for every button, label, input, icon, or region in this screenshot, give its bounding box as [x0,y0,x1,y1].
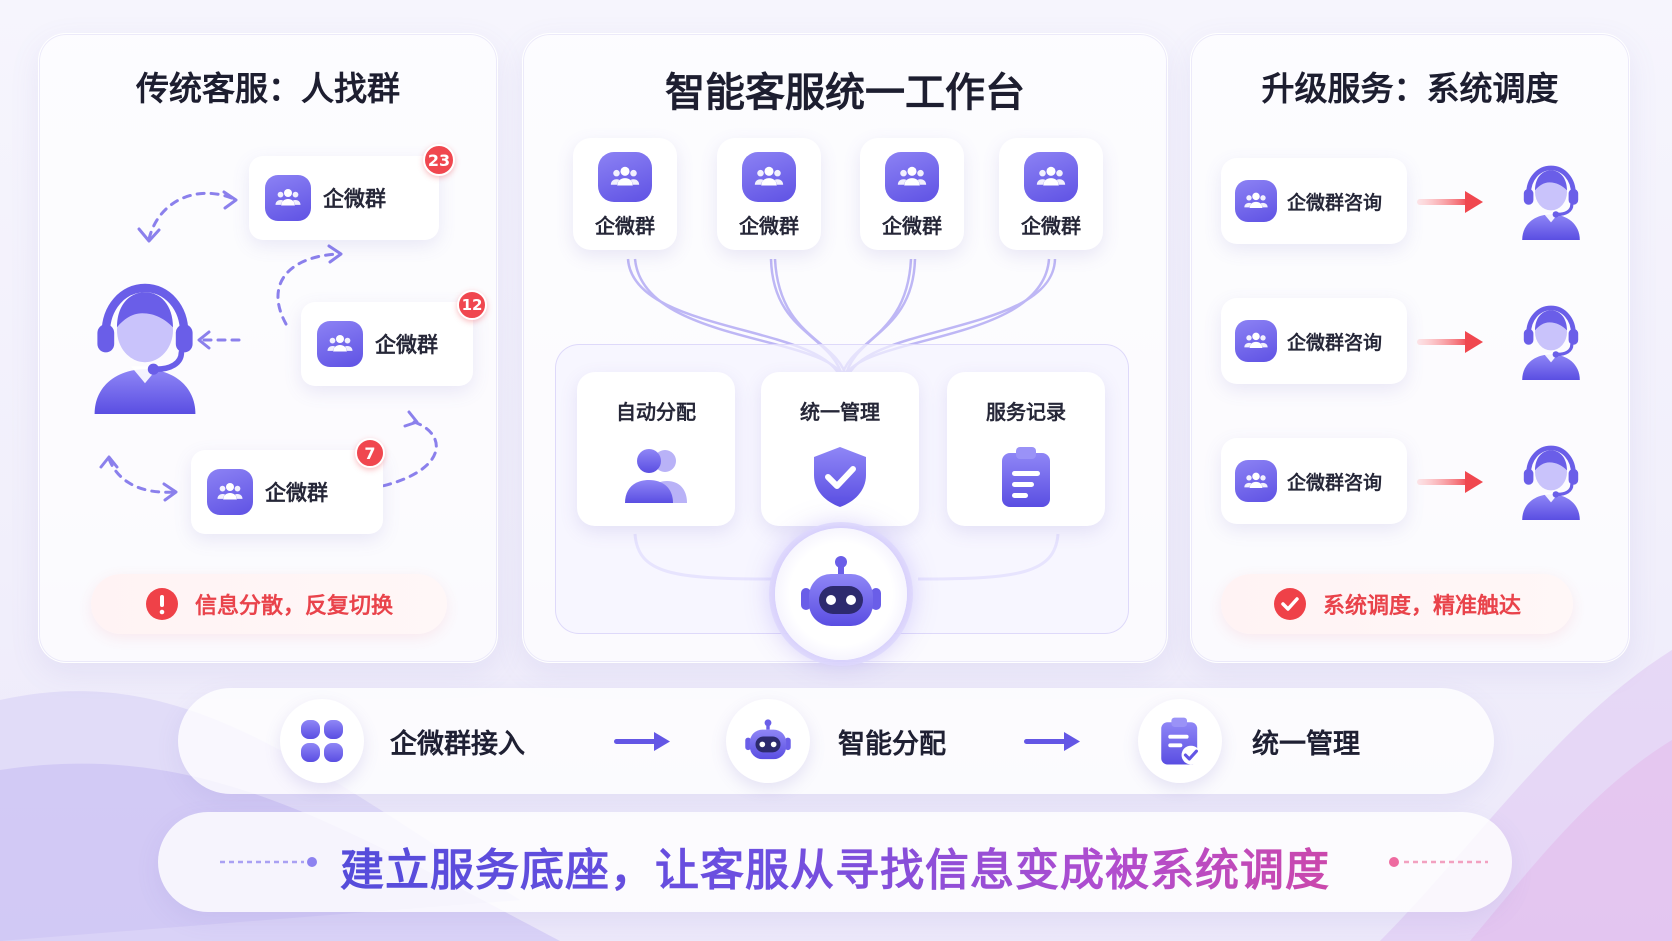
workbench-group-card-1[interactable]: 企微群 [573,138,677,250]
group-card-2[interactable]: 企微群 12 [301,290,487,386]
function-card-auto-assign[interactable]: 自动分配 [577,372,735,526]
function-card-unified-management[interactable]: 统一管理 [761,372,919,526]
unread-badge: 23 [423,144,455,176]
workbench-group-card-3[interactable]: 企微群 [860,138,964,250]
customer-service-agent-icon [1511,294,1591,386]
group-chat-icon [265,175,311,221]
right-status-pill: 系统调度，精准触达 [1221,574,1573,634]
consult-card-1[interactable]: 企微群咨询 [1221,158,1407,244]
left-panel-title: 传统客服：人找群 [136,69,400,108]
consult-label: 企微群咨询 [1287,331,1383,354]
users-icon [625,449,687,503]
function-label: 自动分配 [616,400,696,424]
group-chat-icon [1235,460,1277,502]
arrow-right-icon [1417,471,1483,493]
flow-step-3-label: 统一管理 [1252,729,1360,760]
slogan-bar: 建立服务底座，让客服从寻找信息变成被系统调度 [158,812,1512,912]
robot-hub[interactable] [775,528,907,660]
group-chat-icon [885,152,939,202]
robot-icon [745,719,791,760]
group-chat-icon [1235,320,1277,362]
workbench-group-card-4[interactable]: 企微群 [999,138,1103,250]
arrow-right-icon [1417,331,1483,353]
group-chat-icon [1024,152,1078,202]
workbench-group-card-2[interactable]: 企微群 [717,138,821,250]
unread-badge: 7 [355,438,385,468]
flow-step-2-label: 智能分配 [838,729,946,760]
workbench-group-label: 企微群 [1021,214,1081,238]
consult-card-2[interactable]: 企微群咨询 [1221,298,1407,384]
right-panel: 升级服务：系统调度 企微群咨询 企微群咨询 企微群咨询 [1190,33,1630,663]
robot-icon [801,556,881,626]
process-flow-bar: 企微群接入 智能分配 统一管理 [178,688,1494,794]
consult-label: 企微群咨询 [1287,471,1383,494]
clipboard-check-icon [1161,717,1201,765]
right-panel-title: 升级服务：系统调度 [1261,69,1559,108]
workbench-group-label: 企微群 [739,214,799,238]
flow-step-1-label: 企微群接入 [390,729,525,760]
dashed-arrows [99,190,438,502]
function-label: 统一管理 [800,400,880,424]
consult-label: 企微群咨询 [1287,191,1383,214]
check-circle-icon [1273,588,1306,620]
group-card-label: 企微群 [323,187,386,211]
flow-arrow-icon [1024,732,1080,751]
customer-service-agent-icon [1511,434,1591,526]
clipboard-icon [1002,447,1050,507]
group-chat-icon [317,321,363,367]
center-panel-title: 智能客服统一工作台 [665,70,1025,116]
grid-apps-icon [301,720,343,762]
group-card-3[interactable]: 企微群 7 [191,438,385,534]
left-panel: 传统客服：人找群 企微群 23 [38,33,498,663]
left-status-text: 信息分散，反复切换 [194,594,393,619]
workbench-group-label: 企微群 [882,214,942,238]
customer-service-agent-icon [75,264,215,424]
consult-card-3[interactable]: 企微群咨询 [1221,438,1407,524]
workbench-group-label: 企微群 [595,214,655,238]
unread-badge: 12 [457,290,487,320]
function-card-service-records[interactable]: 服务记录 [947,372,1105,526]
arrow-right-icon [1417,191,1483,213]
customer-service-agent-icon [1511,154,1591,246]
exclamation-icon [145,588,178,620]
group-card-1[interactable]: 企微群 23 [249,144,455,240]
flow-step-2-circle [726,699,810,783]
group-chat-icon [1235,180,1277,222]
left-status-pill: 信息分散，反复切换 [91,574,447,634]
right-status-text: 系统调度，精准触达 [1322,594,1521,619]
group-chat-icon [598,152,652,202]
group-card-label: 企微群 [265,481,328,505]
function-label: 服务记录 [986,400,1066,424]
slogan-left-decoration [220,857,317,867]
flow-step-3-circle [1138,699,1222,783]
group-chat-icon [207,469,253,515]
group-card-label: 企微群 [375,333,438,357]
flow-arrow-icon [614,732,670,751]
slogan-text: 建立服务底座，让客服从寻找信息变成被系统调度 [158,834,1512,898]
center-panel: 智能客服统一工作台 企微群 企微群 [522,33,1168,663]
flow-step-1-circle [280,699,364,783]
slogan-right-decoration [1389,857,1488,867]
group-chat-icon [742,152,796,202]
shield-check-icon [814,447,866,507]
